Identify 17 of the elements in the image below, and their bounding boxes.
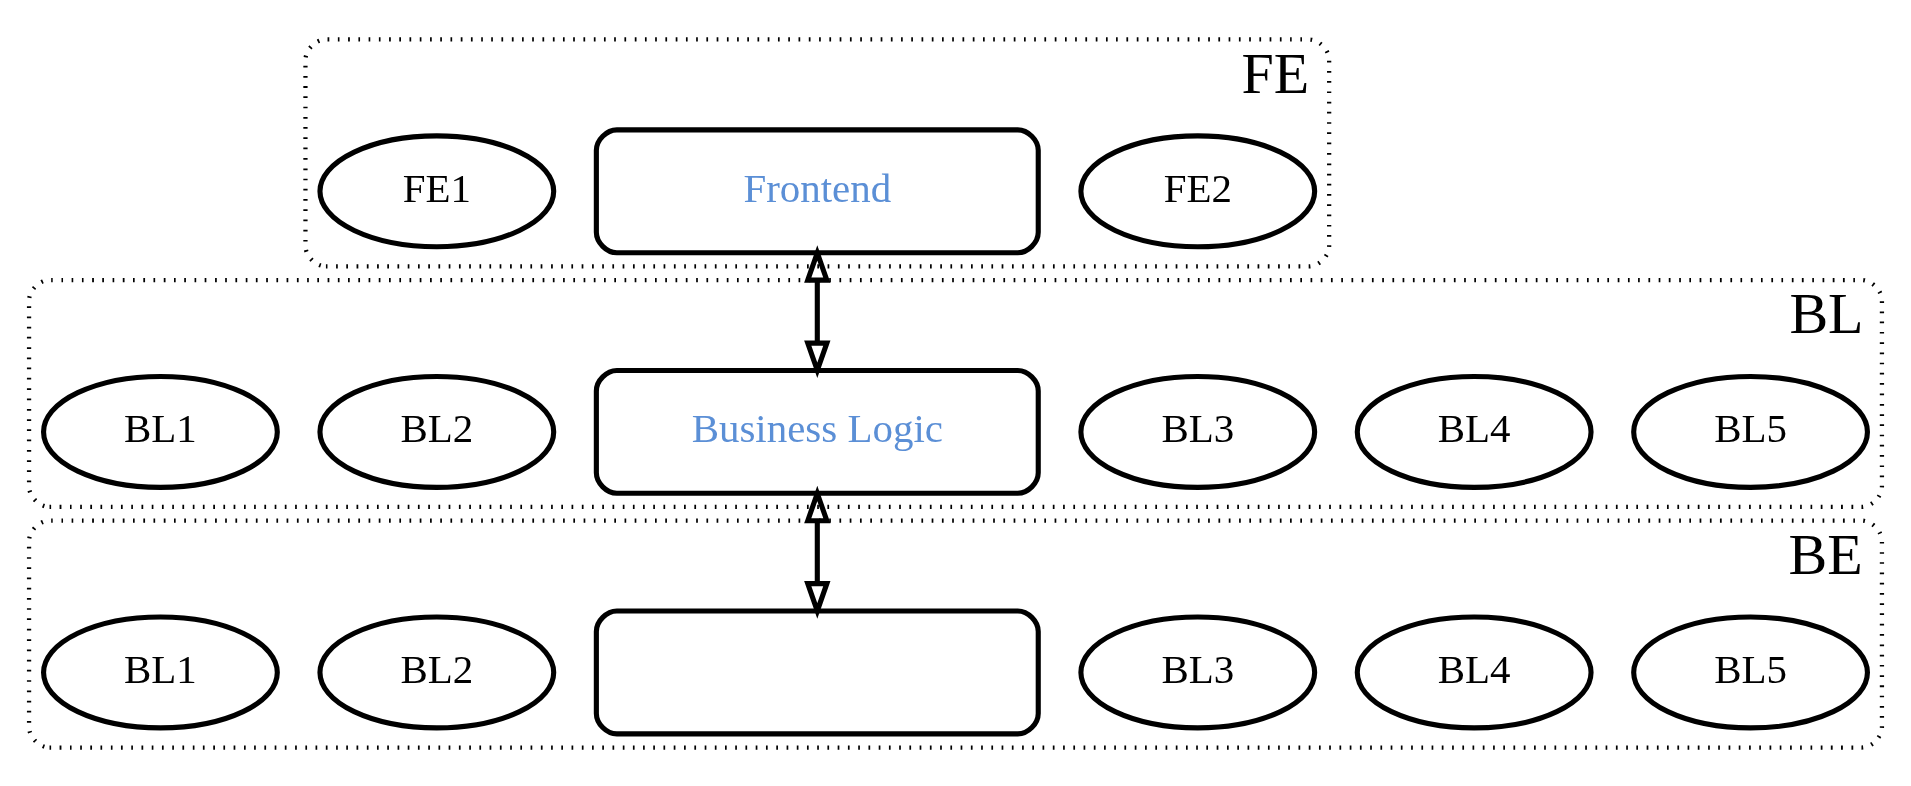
node-box bbox=[593, 607, 1041, 736]
arrow bbox=[804, 485, 831, 619]
node-ellipse: BL5 bbox=[1631, 613, 1870, 730]
node-ellipse: BL1 bbox=[41, 613, 280, 730]
node-ellipse: BL2 bbox=[317, 373, 557, 490]
node-ellipse: BL2 bbox=[317, 613, 557, 730]
node-ellipse: BL3 bbox=[1078, 373, 1318, 490]
node-ellipse: BL4 bbox=[1354, 613, 1594, 730]
arrow bbox=[804, 244, 831, 378]
node-ellipse: FE2 bbox=[1078, 132, 1318, 249]
node-ellipse: BL3 bbox=[1078, 613, 1318, 730]
node-ellipse: FE1 bbox=[317, 132, 557, 249]
node-ellipse: BL5 bbox=[1631, 373, 1870, 490]
node-ellipse: BL4 bbox=[1354, 373, 1594, 490]
node-box: Business Logic bbox=[593, 367, 1041, 496]
node-ellipse: BL1 bbox=[41, 373, 280, 490]
node-box: Frontend bbox=[593, 126, 1041, 255]
